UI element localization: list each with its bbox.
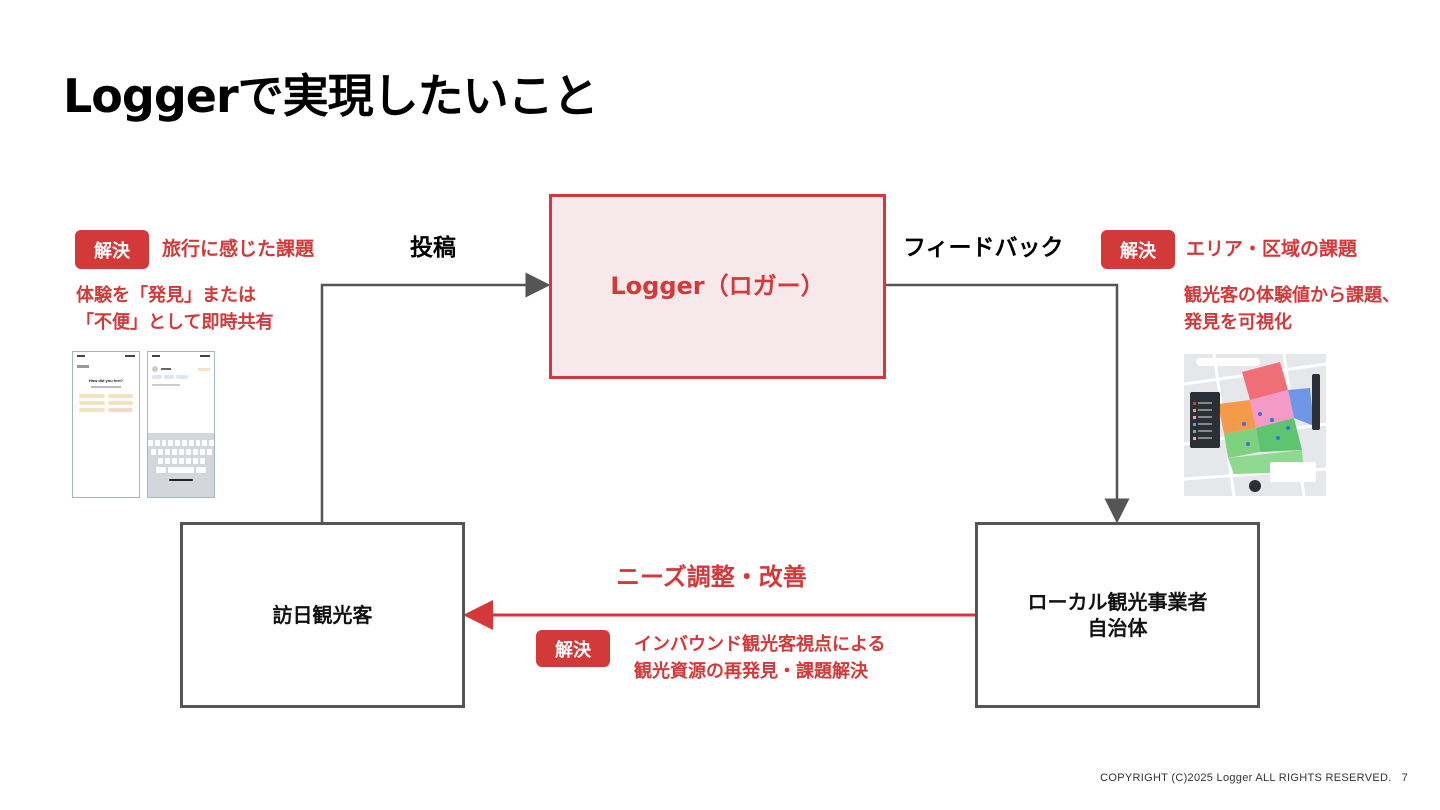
map-graphic <box>1184 354 1326 496</box>
right-solution-body: 観光客の体験値から課題、 発見を可視化 <box>1184 285 1400 333</box>
phone-question: How did you feel? <box>88 378 124 383</box>
solution-badge-right: 解決 <box>1101 230 1175 269</box>
post-label: 投稿 <box>410 235 456 261</box>
local-business-node: ローカル観光事業者 自治体 <box>975 522 1260 708</box>
phone-mockup-post <box>147 351 215 498</box>
footer: COPYRIGHT (C)2025 Logger ALL RIGHTS RESE… <box>1100 772 1408 784</box>
visitor-node: 訪日観光客 <box>180 522 465 708</box>
page-number: 7 <box>1401 772 1408 784</box>
page-title: Loggerで実現したいこと <box>63 69 599 123</box>
right-solution-heading: エリア・区域の課題 <box>1186 238 1358 260</box>
solution-badge-bottom: 解決 <box>536 630 610 667</box>
area-map-mockup <box>1184 354 1326 496</box>
post-arrow <box>320 272 551 523</box>
left-solution-heading: 旅行に感じた課題 <box>162 238 315 260</box>
solution-badge-left: 解決 <box>75 230 149 269</box>
feedback-label: フィードバック <box>903 235 1064 261</box>
copyright-text: COPYRIGHT (C)2025 Logger ALL RIGHTS RESE… <box>1100 772 1392 784</box>
bottom-solution-body: インバウンド観光客視点による 観光資源の再発見・課題解決 <box>634 634 886 682</box>
improve-label: ニーズ調整・改善 <box>616 563 807 591</box>
logger-node: Logger（ロガー） <box>549 194 886 379</box>
phone-mockup-feelings: How did you feel? <box>72 351 140 498</box>
left-solution-body: 体験を「発見」または 「不便」として即時共有 <box>76 285 274 333</box>
feedback-arrow <box>886 283 1130 524</box>
